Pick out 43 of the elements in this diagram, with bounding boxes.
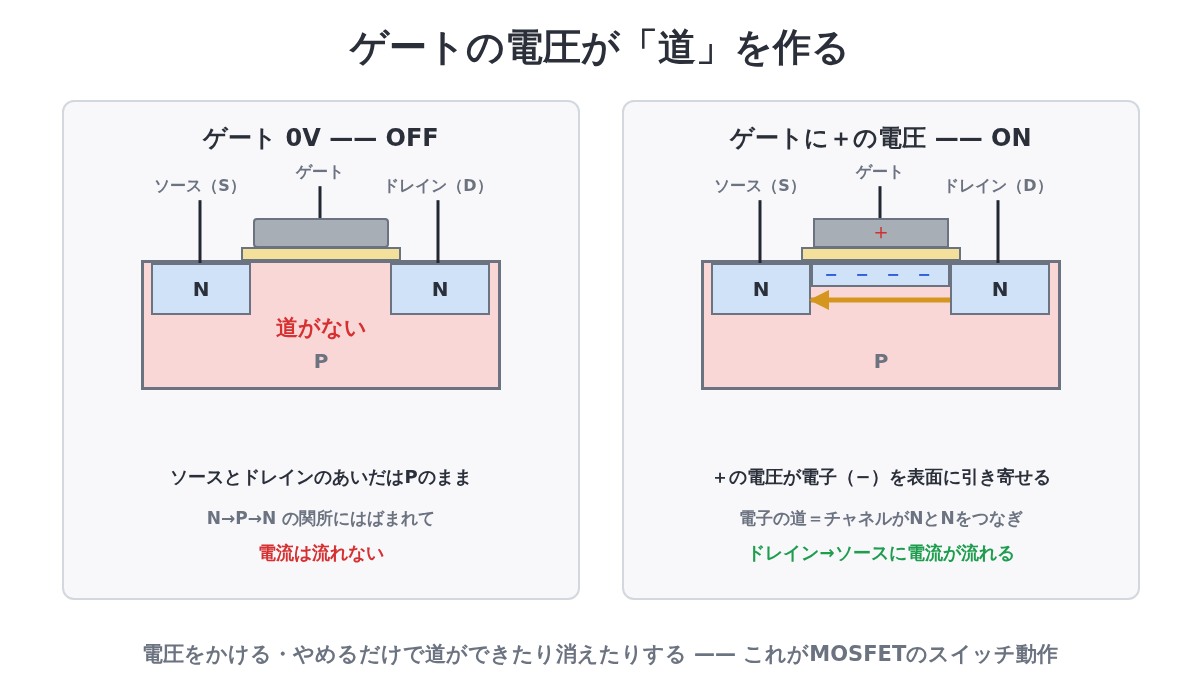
panel-heading: ゲートに＋の電圧 —— ON	[730, 124, 1032, 152]
region-label: P	[873, 349, 889, 373]
diagram-title: ゲートの電圧が「道」を作る	[348, 24, 851, 71]
current-arrow	[809, 290, 950, 310]
caption: 電圧をかける・やめるだけで道ができたり消えたりする —— これがMOSFETのスイッチ動作	[140, 641, 1060, 668]
explanation-text: ソースとドレインのあいだはPのまま	[170, 466, 472, 487]
conclusion-text: 電流は流れない	[258, 542, 384, 563]
terminal-wire	[436, 200, 440, 263]
terminal-label: ドレイン（D）	[943, 176, 1053, 196]
p-substrate	[141, 260, 501, 390]
n-region	[390, 263, 490, 315]
n-region	[151, 263, 251, 315]
terminal-label: ソース（S）	[714, 176, 806, 196]
charge-sign: ＋	[870, 219, 892, 244]
channel-layer	[811, 263, 950, 287]
panel-heading: ゲート 0V —— OFF	[203, 124, 439, 152]
terminal-label: ゲート	[296, 162, 344, 182]
charge-sign: − − − −	[824, 265, 937, 284]
panel-card	[62, 100, 580, 600]
explanation-text: 電子の道＝チャネルがNとNをつなぎ	[739, 508, 1023, 528]
conclusion-text: ドレイン→ソースに電流が流れる	[747, 542, 1015, 563]
terminal-label: ドレイン（D）	[383, 176, 493, 196]
gate-electrode	[253, 218, 389, 248]
region-label: N	[431, 277, 449, 301]
terminal-wire	[996, 200, 1000, 263]
p-substrate	[701, 260, 1061, 390]
region-label: P	[313, 349, 329, 373]
terminal-label: ソース（S）	[154, 176, 246, 196]
terminal-wire	[878, 186, 882, 218]
region-note: 道がない	[275, 315, 367, 340]
terminal-label: ゲート	[856, 162, 904, 182]
n-region	[950, 263, 1050, 315]
terminal-wire	[198, 200, 202, 263]
terminal-wire	[758, 200, 762, 263]
region-label: N	[192, 277, 210, 301]
region-label: N	[991, 277, 1009, 301]
explanation-text: N→P→N の関所にはばまれて	[206, 508, 436, 528]
region-label: N	[752, 277, 770, 301]
panel-card	[622, 100, 1140, 600]
gate-electrode	[813, 218, 949, 248]
n-region	[711, 263, 811, 315]
explanation-text: ＋の電圧が電子（−）を表面に引き寄せる	[711, 466, 1051, 487]
terminal-wire	[318, 186, 322, 218]
